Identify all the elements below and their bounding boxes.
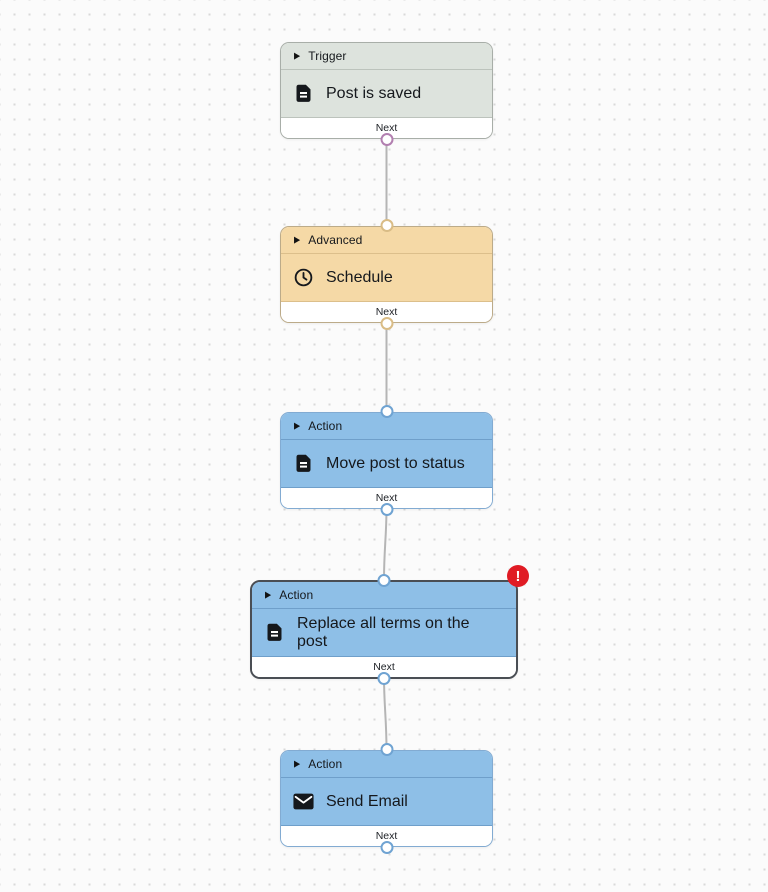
node-title: Schedule xyxy=(326,268,393,286)
next-branch-label: Next xyxy=(281,117,492,138)
input-port[interactable] xyxy=(380,405,393,418)
node-header[interactable]: ▶ Action xyxy=(281,413,492,440)
node-body[interactable]: Replace all terms on the post xyxy=(252,609,516,656)
next-branch-label: Next xyxy=(281,825,492,846)
collapse-caret-icon: ▶ xyxy=(294,420,301,431)
node-title: Replace all terms on the post xyxy=(297,614,470,650)
node-body[interactable]: Post is saved xyxy=(281,70,492,117)
node-header[interactable]: ▶ Trigger xyxy=(281,43,492,70)
node-title: Send Email xyxy=(326,792,408,810)
collapse-caret-icon: ▶ xyxy=(294,50,301,61)
node-trigger-post-is-saved[interactable]: ▶ Trigger Post is saved Next xyxy=(280,42,493,146)
output-port[interactable] xyxy=(380,317,393,330)
clock-icon xyxy=(293,267,314,288)
node-category-label: Trigger xyxy=(308,49,347,63)
output-port[interactable] xyxy=(377,672,391,685)
edge-action2-to-action3[interactable] xyxy=(383,675,388,751)
output-port[interactable] xyxy=(380,133,393,146)
collapse-caret-icon: ▶ xyxy=(294,234,301,245)
input-port[interactable] xyxy=(380,743,393,756)
output-port[interactable] xyxy=(380,503,393,516)
collapse-caret-icon: ▶ xyxy=(265,589,272,600)
collapse-caret-icon: ▶ xyxy=(294,758,301,769)
next-branch-label: Next xyxy=(281,487,492,508)
node-body[interactable]: Schedule xyxy=(281,254,492,301)
node-category-label: Action xyxy=(308,419,343,433)
node-body[interactable]: Move post to status xyxy=(281,440,492,487)
node-action-move-post-to-status[interactable]: ▶ Action Move post to status Next xyxy=(280,405,493,516)
node-action-replace-all-terms[interactable]: ! ▶ Action Replace all terms on the post… xyxy=(250,565,529,685)
edge-action1-to-action2[interactable] xyxy=(383,506,388,581)
node-action-send-email[interactable]: ▶ Action Send Email Next xyxy=(280,743,493,854)
next-branch-label: Next xyxy=(252,656,516,677)
node-category-label: Action xyxy=(279,588,314,602)
node-category-label: Advanced xyxy=(308,233,363,247)
envelope-icon xyxy=(293,791,314,812)
node-title: Post is saved xyxy=(326,84,422,102)
node-advanced-schedule[interactable]: ▶ Advanced Schedule Next xyxy=(280,219,493,330)
node-body[interactable]: Send Email xyxy=(281,778,492,825)
node-title: Move post to status xyxy=(326,454,465,472)
document-icon xyxy=(264,622,285,643)
next-branch-label: Next xyxy=(281,301,492,322)
input-port[interactable] xyxy=(377,574,391,587)
input-port[interactable] xyxy=(380,219,393,232)
document-icon xyxy=(293,83,314,104)
output-port[interactable] xyxy=(380,841,393,854)
error-badge[interactable]: ! xyxy=(507,565,529,587)
node-category-label: Action xyxy=(308,757,343,771)
document-icon xyxy=(293,453,314,474)
